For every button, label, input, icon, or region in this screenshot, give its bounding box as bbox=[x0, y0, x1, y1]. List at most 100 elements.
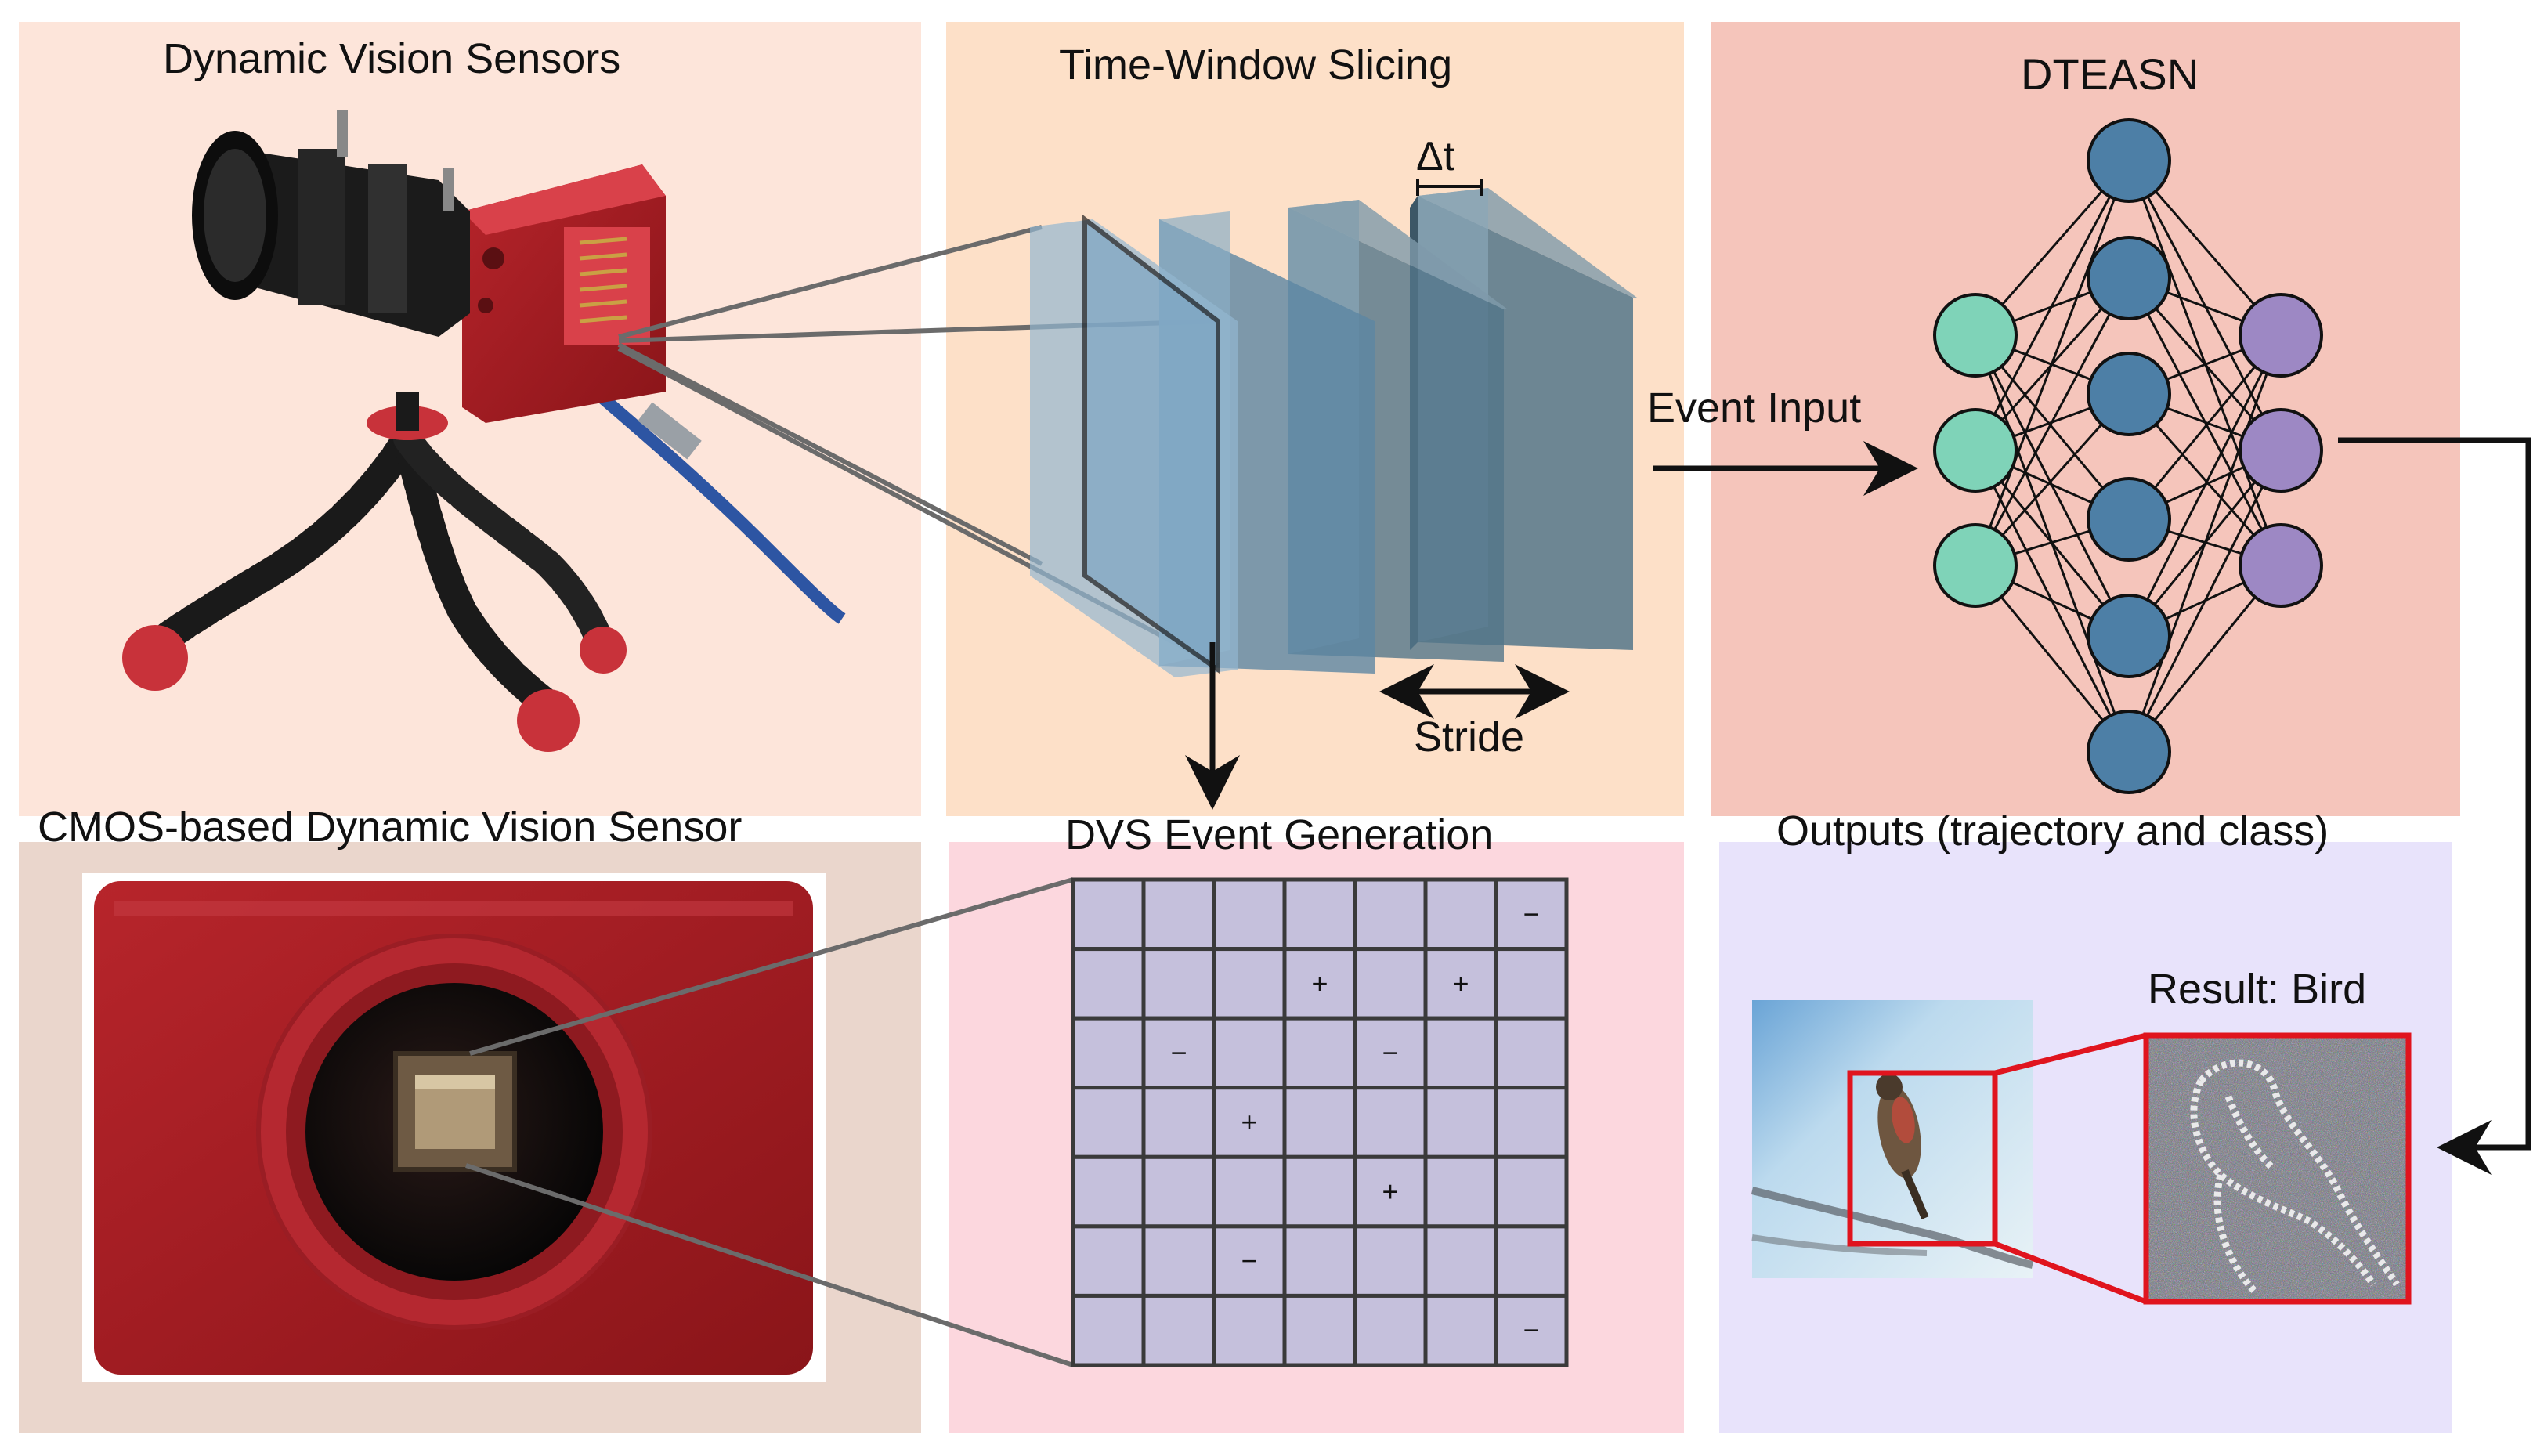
sensor-chip-icon bbox=[393, 1051, 517, 1172]
grid-cell bbox=[1141, 1086, 1216, 1159]
output-node bbox=[2239, 293, 2323, 378]
panel-title-cmos: CMOS-based Dynamic Vision Sensor bbox=[38, 804, 743, 851]
output-elbow-arrow bbox=[2338, 437, 2531, 1175]
panel-title-time-window: Time-Window Slicing bbox=[1059, 42, 1453, 89]
event-polarity-mark: + bbox=[1382, 1176, 1398, 1208]
event-polarity-mark: − bbox=[1523, 898, 1539, 930]
grid-cell bbox=[1353, 947, 1428, 1021]
grid-cell bbox=[1212, 1016, 1287, 1090]
hidden-node bbox=[2087, 352, 2171, 436]
grid-cell bbox=[1494, 1224, 1569, 1298]
grid-cell bbox=[1212, 877, 1287, 952]
grid-cell bbox=[1423, 877, 1498, 952]
grid-cell bbox=[1494, 1086, 1569, 1159]
delta-t-bracket bbox=[1416, 179, 1483, 196]
grid-cell bbox=[1141, 1154, 1216, 1229]
time-slices bbox=[1030, 179, 1637, 719]
network-edge bbox=[2127, 334, 2282, 753]
grid-cell bbox=[1141, 947, 1216, 1021]
bird-event-image bbox=[2143, 1032, 2412, 1305]
grid-cell bbox=[1071, 947, 1146, 1021]
grid-cell bbox=[1494, 877, 1569, 952]
grid-cell bbox=[1141, 877, 1216, 952]
slice-1 bbox=[1030, 214, 1238, 677]
delta-t-label: Δt bbox=[1416, 134, 1455, 179]
grid-cell bbox=[1212, 1154, 1287, 1229]
camera-illustration bbox=[122, 110, 846, 752]
network-edge bbox=[2127, 450, 2282, 753]
event-grid: −++−−++−− bbox=[1071, 877, 1569, 1367]
hidden-node bbox=[2087, 594, 2171, 678]
network-edge bbox=[1974, 160, 2130, 451]
bird-highlight-box bbox=[1847, 1070, 1998, 1247]
panel-dteasn bbox=[1711, 22, 2460, 816]
event-polarity-mark: − bbox=[1170, 1036, 1187, 1068]
grid-cell bbox=[1353, 1293, 1428, 1367]
input-node bbox=[1933, 408, 2018, 493]
output-node bbox=[2239, 523, 2323, 608]
event-polarity-mark: + bbox=[1241, 1106, 1257, 1138]
chip-projection-lines bbox=[465, 877, 1074, 1367]
grid-cell bbox=[1071, 1086, 1146, 1159]
grid-cell bbox=[1282, 1086, 1357, 1159]
grid-cell bbox=[1141, 1224, 1216, 1298]
grid-cell bbox=[1282, 1293, 1357, 1367]
event-polarity-mark: − bbox=[1382, 1036, 1398, 1068]
tripod-icon bbox=[122, 392, 627, 752]
input-node bbox=[1933, 523, 2018, 608]
result-label: Result: Bird bbox=[2148, 966, 2367, 1013]
hidden-node bbox=[2087, 118, 2171, 203]
grid-cell bbox=[1423, 1086, 1498, 1159]
hidden-node bbox=[2087, 236, 2171, 320]
zoom-connectors bbox=[1993, 1032, 2148, 1305]
grid-cell bbox=[1494, 1016, 1569, 1090]
grid-cell bbox=[1494, 1154, 1569, 1229]
grid-cell bbox=[1071, 1016, 1146, 1090]
event-input-label: Event Input bbox=[1647, 385, 1862, 432]
camera-body bbox=[462, 164, 666, 423]
network-edge bbox=[1974, 277, 2130, 566]
grid-cell bbox=[1071, 1293, 1146, 1367]
panel-title-dvs-sensors: Dynamic Vision Sensors bbox=[163, 35, 621, 82]
input-node bbox=[1933, 293, 2018, 378]
grid-cell bbox=[1423, 1154, 1498, 1229]
grid-cell bbox=[1353, 1224, 1428, 1298]
panel-title-dteasn: DTEASN bbox=[2021, 49, 2199, 99]
panel-title-event-generation: DVS Event Generation bbox=[1065, 811, 1494, 858]
network-edge bbox=[2127, 334, 2282, 637]
bird-photo bbox=[1751, 1000, 2034, 1278]
grid-cell bbox=[1071, 1224, 1146, 1298]
network-edge bbox=[1974, 160, 2130, 566]
grid-cell bbox=[1423, 1016, 1498, 1090]
grid-cell bbox=[1423, 1224, 1498, 1298]
grid-cell bbox=[1212, 1224, 1287, 1298]
grid-cell bbox=[1282, 1154, 1357, 1229]
grid-cell bbox=[1494, 947, 1569, 1021]
usb-cable bbox=[591, 386, 846, 624]
grid-cell bbox=[1353, 1086, 1428, 1159]
hidden-node bbox=[2087, 710, 2171, 794]
grid-cell bbox=[1282, 877, 1357, 952]
output-node bbox=[2239, 408, 2323, 493]
grid-cell bbox=[1141, 1293, 1216, 1367]
network-nodes bbox=[1933, 118, 2323, 794]
event-polarity-mark: − bbox=[1241, 1245, 1257, 1277]
grid-cell bbox=[1071, 877, 1146, 952]
lens-icon bbox=[192, 110, 470, 337]
panel-title-outputs: Outputs (trajectory and class) bbox=[1776, 807, 2329, 854]
grid-cell bbox=[1212, 947, 1287, 1021]
hidden-node bbox=[2087, 477, 2171, 562]
grid-cell bbox=[1353, 877, 1428, 952]
grid-cell bbox=[1212, 1293, 1287, 1367]
grid-cell bbox=[1423, 1293, 1498, 1367]
grid-cell bbox=[1071, 1154, 1146, 1229]
event-polarity-mark: + bbox=[1452, 967, 1469, 999]
bird-icon bbox=[1876, 1074, 1929, 1219]
grid-cell bbox=[1282, 1224, 1357, 1298]
event-polarity-mark: − bbox=[1523, 1314, 1539, 1346]
grid-cell bbox=[1494, 1293, 1569, 1367]
cmos-photo bbox=[82, 873, 826, 1382]
grid-cell bbox=[1282, 1016, 1357, 1090]
